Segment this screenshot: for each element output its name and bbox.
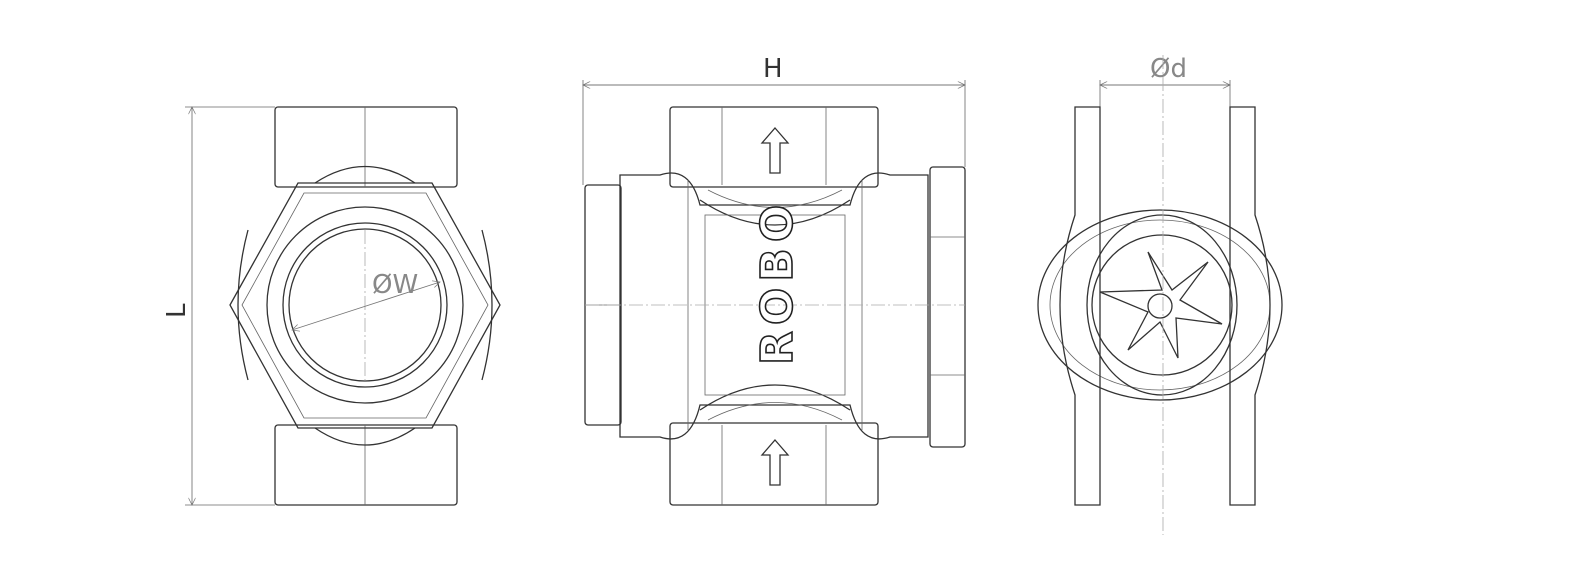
height-label: H <box>763 54 783 84</box>
robo-logo: ROBO <box>752 199 803 365</box>
length-label: L <box>162 303 192 318</box>
side-view: H ROBO <box>583 54 965 506</box>
flow-arrow-icon <box>760 127 790 174</box>
bore-diameter-label: Ød <box>1150 54 1187 84</box>
flow-arrow-icon <box>760 439 790 486</box>
section-view: Ød <box>1037 54 1283 535</box>
window-diameter-label: ØW <box>372 270 418 300</box>
front-view: ØW L <box>162 107 501 505</box>
